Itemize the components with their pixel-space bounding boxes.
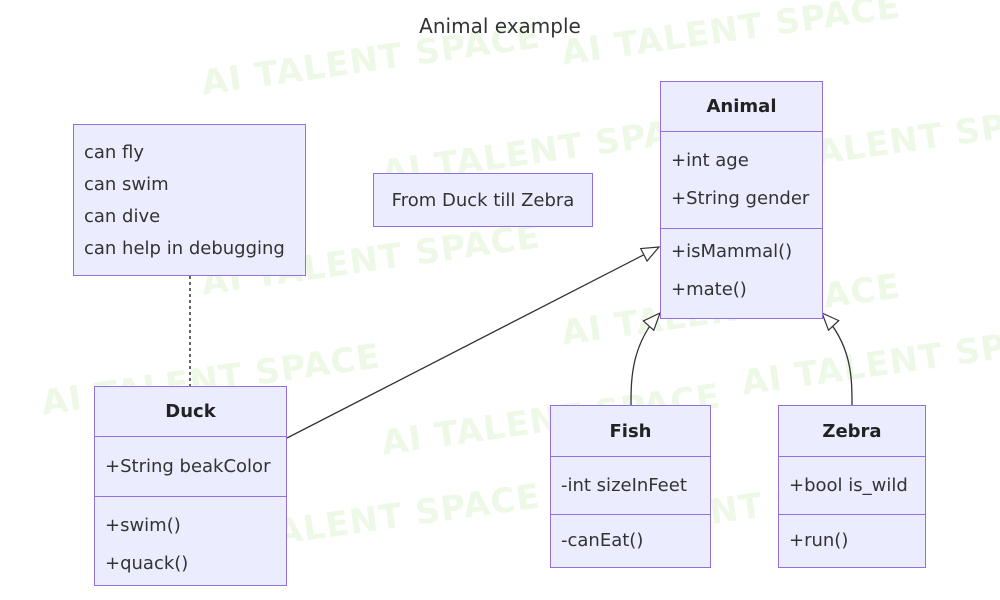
class-zebra-attributes: +bool is_wild — [779, 457, 925, 515]
attribute: +String gender — [671, 188, 810, 209]
class-duck-attributes: +String beakColor — [95, 437, 286, 497]
class-animal-methods: +isMammal() +mate() — [661, 229, 822, 317]
method: +run() — [789, 530, 849, 551]
method: +quack() — [105, 553, 189, 574]
class-fish-methods: -canEat() — [551, 515, 710, 566]
note-duck: can fly can swim can dive can help in de… — [73, 124, 306, 276]
class-duck-name: Duck — [95, 387, 286, 437]
class-zebra: Zebra +bool is_wild +run() — [778, 405, 926, 568]
attribute: -int sizeInFeet — [561, 475, 687, 496]
class-fish-name: Fish — [551, 406, 710, 457]
class-duck-methods: +swim() +quack() — [95, 497, 286, 584]
class-fish: Fish -int sizeInFeet -canEat() — [550, 405, 711, 568]
method: +swim() — [105, 515, 181, 536]
class-zebra-name: Zebra — [779, 406, 925, 457]
note-line: can fly — [84, 142, 145, 163]
class-fish-attributes: -int sizeInFeet — [551, 457, 710, 515]
class-animal-name: Animal — [661, 82, 822, 132]
note-line: can dive — [84, 206, 161, 227]
class-zebra-methods: +run() — [779, 515, 925, 566]
method: +mate() — [671, 279, 747, 300]
zebra-inherits-animal — [820, 311, 853, 406]
fish-inherits-animal — [630, 311, 662, 406]
duck-inherits-animal — [286, 246, 661, 439]
attribute: +bool is_wild — [789, 475, 908, 496]
attribute: +int age — [671, 150, 749, 171]
note-general: From Duck till Zebra — [373, 173, 593, 227]
diagram-title: Animal example — [419, 14, 581, 38]
method: -canEat() — [561, 530, 644, 551]
method: +isMammal() — [671, 241, 793, 262]
class-duck: Duck +String beakColor +swim() +quack() — [94, 386, 287, 586]
attribute: +String beakColor — [105, 456, 271, 477]
note-line: can help in debugging — [84, 238, 285, 259]
note-line: can swim — [84, 174, 169, 195]
class-animal: Animal +int age +String gender +isMammal… — [660, 81, 823, 319]
class-animal-attributes: +int age +String gender — [661, 132, 822, 229]
note-general-text: From Duck till Zebra — [391, 189, 575, 211]
